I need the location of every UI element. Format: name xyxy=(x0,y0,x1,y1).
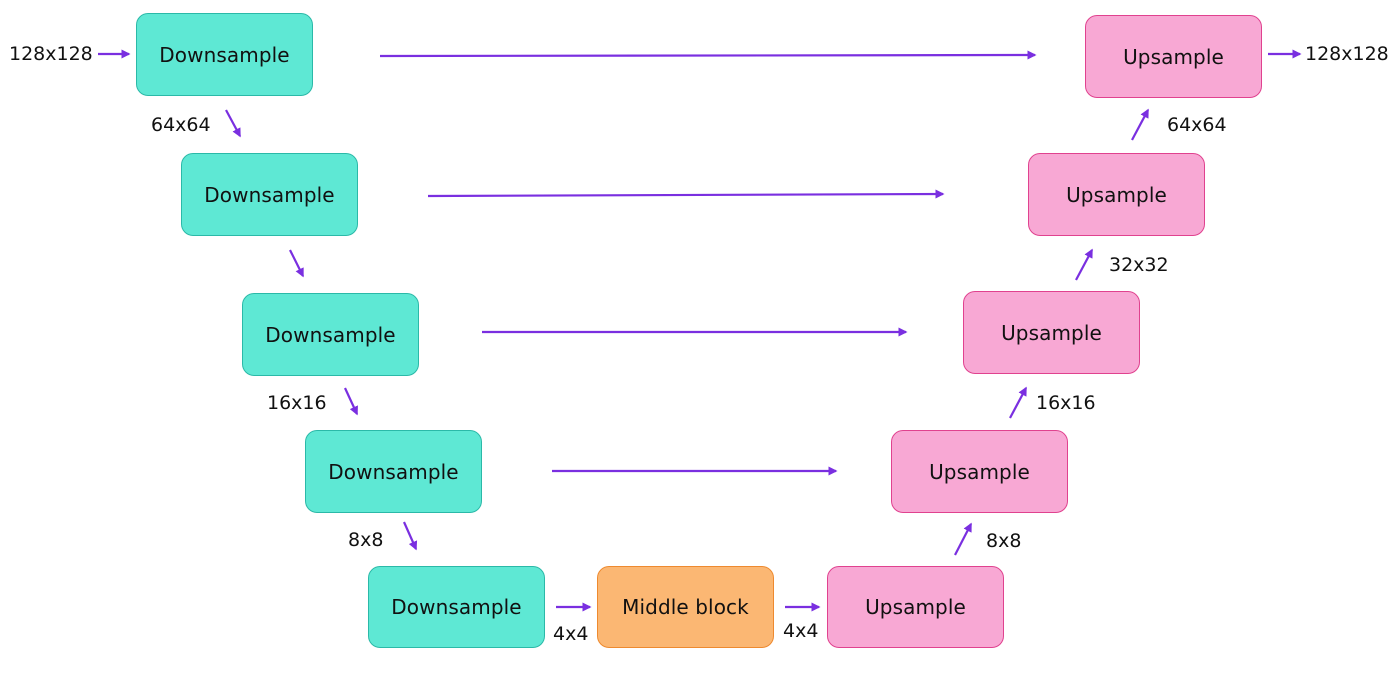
downsample-block-4: Downsample xyxy=(305,430,482,513)
upsample-block-5: Upsample xyxy=(1085,15,1262,98)
middle-block: Middle block xyxy=(597,566,774,648)
enc-size-label-4: 8x8 xyxy=(348,529,384,551)
dec-size-label-3: 32x32 xyxy=(1109,254,1169,276)
dec-size-label-4: 64x64 xyxy=(1167,114,1227,136)
enc-size-label-1: 64x64 xyxy=(151,114,211,136)
downsample-block-5: Downsample xyxy=(368,566,545,648)
up-arrow-1 xyxy=(954,522,972,556)
downsample-block-1: Downsample xyxy=(136,13,313,96)
skip-arrow-2 xyxy=(427,189,945,199)
enc-size-label-3: 16x16 xyxy=(267,392,327,414)
skip-arrow-1 xyxy=(379,50,1037,60)
mid-in-size-label: 4x4 xyxy=(553,623,589,645)
output-size-label: 128x128 xyxy=(1305,43,1389,65)
up-arrow-3 xyxy=(1075,248,1093,281)
upsample-block-2: Upsample xyxy=(891,430,1068,513)
up-arrow-4 xyxy=(1131,108,1149,141)
upsample-block-3: Upsample xyxy=(963,291,1140,374)
down-arrow-2 xyxy=(289,249,304,278)
upsample-block-1: Upsample xyxy=(827,566,1004,648)
input-size-label: 128x128 xyxy=(9,43,93,65)
up-arrow-2 xyxy=(1009,386,1027,419)
dec-size-label-1: 8x8 xyxy=(986,530,1022,552)
upsample-block-4: Upsample xyxy=(1028,153,1205,236)
down-arrow-4 xyxy=(402,521,418,551)
dec-size-label-2: 16x16 xyxy=(1036,392,1096,414)
downsample-block-2: Downsample xyxy=(181,153,358,236)
mid-out-size-label: 4x4 xyxy=(783,620,819,642)
down-arrow-1 xyxy=(225,109,241,138)
downsample-block-3: Downsample xyxy=(242,293,419,376)
down-arrow-3 xyxy=(344,387,358,416)
